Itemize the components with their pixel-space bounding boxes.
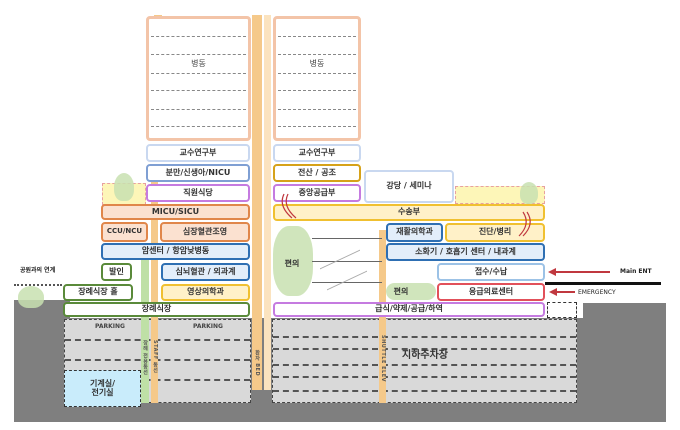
micu-sicu: MICU/SICU bbox=[101, 204, 250, 220]
emergency-arrow-icon bbox=[549, 288, 557, 296]
funeral-hall: 장례식장 홀 bbox=[63, 284, 133, 301]
mech-elec-line2: 전기실 bbox=[91, 387, 114, 397]
left-faculty-research: 교수연구부 bbox=[146, 144, 250, 162]
right-ward-label: 병동 bbox=[307, 59, 327, 69]
convenience-label-1: 편의 bbox=[284, 258, 300, 268]
convenience-greenery bbox=[386, 283, 436, 300]
staff-route-label: STAFF 동선 bbox=[152, 340, 158, 374]
main-entrance-arrow-line bbox=[554, 271, 610, 273]
funeral-circulation-core bbox=[141, 260, 149, 403]
cancer-center: 암센터 / 항암낮병동 bbox=[101, 243, 250, 260]
mech-elec-room: 기계실/ 전기실 bbox=[64, 370, 141, 407]
digestive-respiratory-center: 소화기 / 호흡기 센터 / 내과계 bbox=[386, 243, 545, 261]
food-pharmacy-supply: 급식/약제/공급/하역 bbox=[273, 302, 545, 317]
ccu-ncu: CCU/NCU bbox=[101, 222, 148, 242]
funeral-home: 장례식장 bbox=[63, 302, 250, 317]
tree-icon bbox=[18, 286, 44, 308]
central-sterile-supply: 중앙공급부 bbox=[273, 184, 361, 202]
underground-parking-label: 지하주차장 bbox=[402, 350, 448, 361]
escalator-area bbox=[312, 226, 382, 298]
emergency-label: EMERGENCY bbox=[578, 289, 616, 296]
mech-elec-line1: 기계실/ bbox=[89, 378, 115, 388]
auditorium-seminar: 강당 / 세미나 bbox=[364, 170, 454, 203]
left-ward-label: 병동 bbox=[189, 59, 208, 69]
main-entrance-label: Main ENT bbox=[620, 268, 652, 275]
parking-label: PARKING bbox=[95, 323, 125, 330]
ground-level-line bbox=[545, 282, 661, 285]
central-core bbox=[252, 15, 262, 390]
emergency-center: 응급의료센터 bbox=[437, 283, 545, 301]
staff-circulation-core bbox=[151, 180, 158, 403]
parking-label: PARKING bbox=[193, 323, 223, 330]
transport-dept: 수송부 bbox=[273, 204, 545, 221]
mortuary-departure: 발인 bbox=[101, 263, 132, 281]
emergency-arrow-line bbox=[555, 291, 575, 293]
parking-right bbox=[272, 319, 577, 403]
central-core-light bbox=[264, 15, 271, 390]
radiology: 영상의학과 bbox=[161, 284, 250, 301]
reception-payment: 접수/수납 bbox=[437, 263, 545, 281]
cardio-angiography: 심장혈관조영 bbox=[160, 222, 250, 242]
patient-bed-label: 환자 BED bbox=[254, 350, 260, 377]
staff-cafeteria: 직원식당 bbox=[146, 184, 250, 202]
cardio-surgery: 심뇌혈관 / 외과계 bbox=[161, 263, 250, 281]
right-ward-tower: 병동 bbox=[273, 16, 361, 141]
convenience-label-2: 편의 bbox=[393, 286, 409, 296]
ground-line-dotted bbox=[14, 284, 62, 286]
computing-hvac: 전산 / 공조 bbox=[273, 164, 361, 182]
delivery-nicu: 분만/신생아/NICU bbox=[146, 164, 250, 182]
funeral-route-label: 장례 전용동선 bbox=[142, 340, 148, 376]
dashed-box bbox=[547, 302, 577, 318]
atrium-greenery bbox=[273, 226, 313, 296]
left-ward-tower: 병동 bbox=[146, 16, 251, 141]
park-link-label: 공원과의 연계 bbox=[20, 267, 56, 274]
tree-icon bbox=[520, 182, 538, 204]
ground-right bbox=[583, 303, 666, 323]
rehabilitation: 재활의학과 bbox=[386, 223, 443, 242]
circulation-arrow-icon bbox=[518, 211, 531, 237]
main-entrance-arrow-icon bbox=[548, 268, 556, 276]
shuttle-elev-label: SHUTTLE ELEV bbox=[380, 335, 386, 383]
right-faculty-research: 교수연구부 bbox=[273, 144, 361, 162]
circulation-arrow-icon bbox=[281, 193, 297, 219]
tree-icon bbox=[114, 173, 134, 201]
diagnostics-pathology: 진단/병리 bbox=[445, 223, 545, 242]
